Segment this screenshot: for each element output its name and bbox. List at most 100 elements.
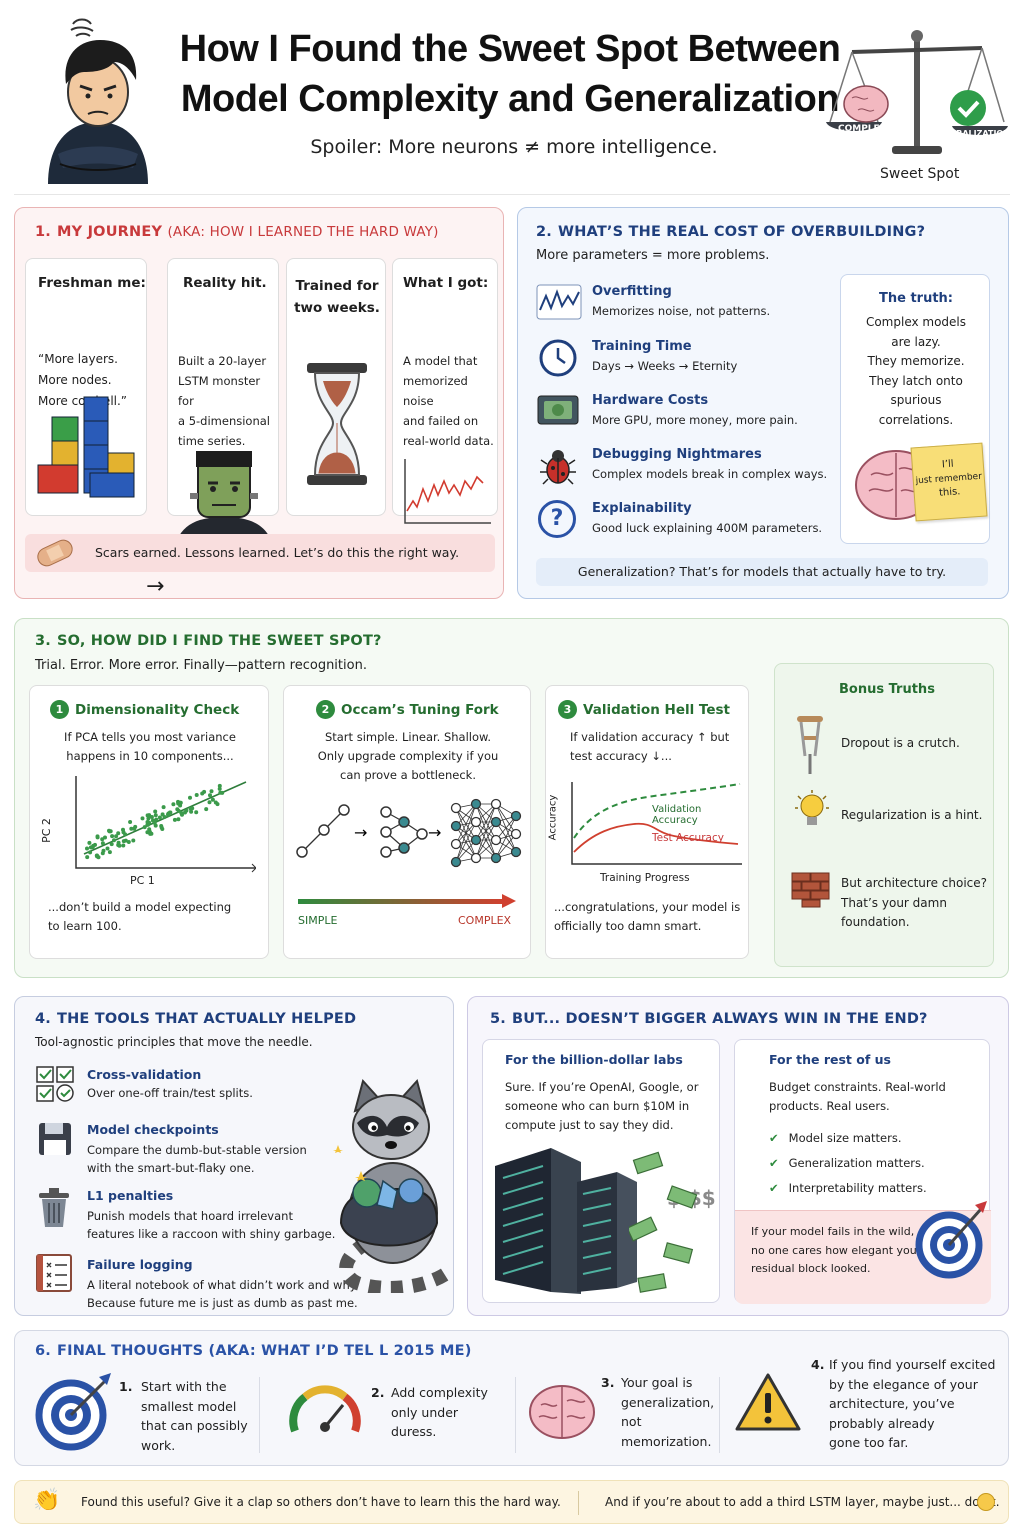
card-line: real-world data. [403, 434, 494, 448]
scatter-dot [85, 855, 90, 860]
journey-banner: Scars earned. Lessons learned. Let’s do … [25, 534, 495, 572]
card-title: For the rest of us [769, 1052, 891, 1067]
thought-line: Your goal is [621, 1375, 693, 1390]
scatter-dot [184, 808, 189, 813]
card-line: If validation accuracy ↑ but [570, 730, 730, 744]
card-title: Dimensionality Check [75, 702, 240, 718]
warning-line: residual block looked. [751, 1262, 871, 1275]
scatter-dot [95, 835, 100, 840]
scatter-dot [188, 806, 193, 811]
thought-number: 3. [601, 1375, 615, 1390]
journey-card-trained: Trained for two weeks. [286, 258, 386, 516]
cost-title-overfitting: Overfitting [592, 284, 672, 299]
page-title-line-1: How I Found the Sweet Spot Between [179, 28, 841, 70]
generalization-banner: Generalization? That’s for models that a… [536, 558, 988, 586]
card-line: a 5-dimensional [178, 414, 270, 428]
scatter-dot [114, 834, 119, 839]
journey-card-freshman: Freshman me: “More layers. More nodes. M… [25, 258, 147, 516]
cost-desc-explainability: Good luck explaining 400M parameters. [592, 521, 823, 535]
card-line: products. Real users. [769, 1099, 890, 1113]
section-subtitle: (AKA: HOW I LEARNED THE HARD WAY) [167, 224, 439, 240]
complex-label: COMPLEX [458, 914, 512, 927]
check-item: ✔Model size matters. [769, 1126, 927, 1151]
card-line: memorized noise [403, 374, 468, 408]
warning-triangle-icon [735, 1373, 801, 1431]
card-line: “More layers. [38, 352, 118, 366]
scatter-dot [121, 843, 126, 848]
x-axis-label: PC 1 [130, 874, 155, 887]
section-subtitle: Tool-agnostic principles that move the n… [35, 1035, 313, 1049]
x-axis-label: Training Progress [600, 872, 690, 884]
network-edge [475, 803, 497, 859]
section-title: BUT... DOESN’T BIGGER ALWAYS WIN IN THE … [512, 1011, 928, 1027]
cost-desc-hardware-costs: More GPU, more money, more pain. [592, 413, 798, 427]
footer-left-text: Found this useful? Give it a clap so oth… [81, 1495, 561, 1509]
notebook-icon [36, 1254, 72, 1292]
thought-number: 4. [811, 1357, 825, 1372]
network-node [450, 820, 462, 832]
bug-icon [540, 450, 576, 485]
footer-right-text: And if you’re about to add a third LSTM … [605, 1495, 1000, 1509]
scatter-dot [217, 786, 222, 791]
card-line: LSTM monster for [178, 374, 261, 408]
scale-caption: Sweet Spot [880, 166, 960, 182]
network-node [450, 838, 462, 850]
card-line: happens in 10 components... [66, 749, 234, 763]
network-node [490, 834, 502, 846]
card-line: time series. [178, 434, 246, 448]
billion-dollar-labs-card: For the billion-dollar labs Sure. If you… [482, 1039, 720, 1303]
section-number: 6. [35, 1343, 51, 1359]
scatter-dot [188, 795, 192, 800]
scatter-dot [207, 800, 212, 805]
scatter-dot [208, 793, 212, 798]
scatter-dot [87, 840, 92, 845]
scatter-dot [149, 815, 154, 819]
winking-face-icon [977, 1493, 995, 1511]
network-edge [475, 821, 497, 859]
thought-number: 1. [119, 1379, 133, 1394]
card-title: Freshman me: [38, 275, 146, 291]
check-item: ✔Generalization matters. [769, 1151, 927, 1176]
warning-line: If your model fails in the wild, [751, 1225, 915, 1238]
simple-to-complex-arrow [298, 894, 516, 908]
accuracy-chart [571, 782, 742, 865]
tool-desc: Compare the dumb-but-stable version [87, 1143, 307, 1157]
step-number: 1 [50, 700, 69, 719]
card-title: Reality hit. [183, 275, 267, 291]
scatter-dot [172, 817, 177, 822]
test-accuracy-label: Test Accuracy [652, 832, 724, 844]
journey-banner-text: Scars earned. Lessons learned. Let’s do … [95, 545, 460, 560]
scatter-dot [194, 810, 199, 815]
thought-line: duress. [391, 1424, 437, 1439]
pca-scatter-plot [75, 776, 256, 873]
cost-title-hardware-costs: Hardware Costs [592, 393, 709, 408]
scatter-dot [88, 850, 93, 855]
step-number: 3 [558, 700, 577, 719]
network-node [450, 856, 462, 868]
card-line: can prove a bottleneck. [340, 768, 476, 782]
card-title-line: Trained for [295, 278, 379, 294]
thought-line: Start with the [141, 1379, 227, 1394]
raccoon-with-garbage-illustration [333, 1078, 452, 1293]
card-title-line: two weeks. [294, 300, 380, 316]
scatter-dot [100, 851, 105, 856]
scatter-dot [105, 846, 110, 851]
speedometer-gauge-icon [289, 1385, 361, 1433]
scatter-dot [204, 807, 209, 812]
truth-text: Complex models are lazy. They memorize. … [841, 313, 991, 430]
scatter-dot [103, 835, 107, 840]
noisy-line-chart-icon [404, 459, 491, 524]
hourglass-icon [307, 363, 367, 485]
thought-line: memorization. [621, 1433, 712, 1449]
card-line: officially too damn smart. [554, 919, 702, 933]
scatter-dot [147, 827, 152, 832]
section-number: 4. [35, 1011, 51, 1027]
scatter-dot [128, 820, 133, 824]
scatter-dot [153, 809, 158, 814]
section-title: THE TOOLS THAT ACTUALLY HELPED [57, 1011, 357, 1027]
scatter-dot [142, 825, 147, 830]
bonus-title: Bonus Truths [839, 682, 935, 697]
thought-line: work. [141, 1437, 176, 1453]
tool-title: L1 penalties [87, 1188, 174, 1203]
